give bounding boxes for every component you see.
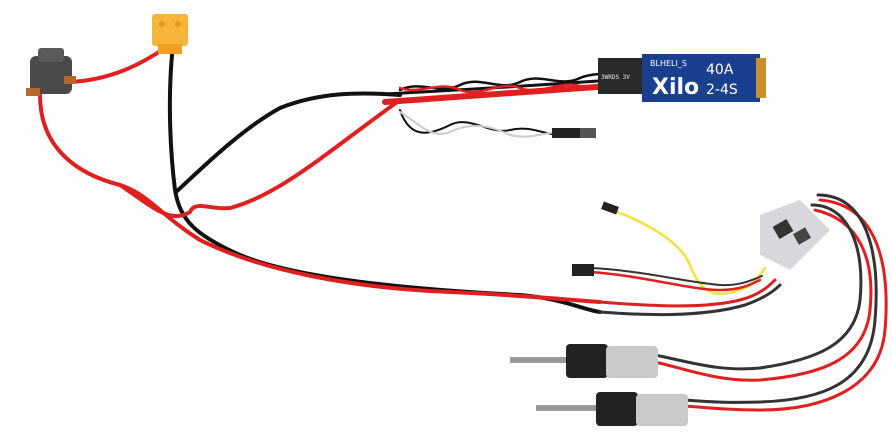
wires (38, 46, 888, 412)
switch-red-wire (38, 93, 602, 304)
switch-to-xt60-red-wire (68, 46, 167, 84)
motor2-red-loop (683, 198, 888, 412)
esc-twisted-wire-b (398, 76, 622, 94)
motor1-can (606, 346, 658, 378)
switch-terminal (26, 88, 40, 96)
top-esc-black-wire (174, 91, 402, 194)
esc-logo: Xilo (652, 75, 699, 100)
board-servo-black-wire (589, 267, 763, 287)
esc-pads (756, 58, 766, 98)
esc-board (642, 54, 760, 102)
esc-shrink-left (598, 58, 644, 94)
board-power-black-wire (598, 283, 782, 317)
esc-cells: 2-4S (706, 82, 738, 98)
xt60-connector (152, 14, 188, 54)
motor1-red-loop (653, 208, 873, 382)
motor1-black-loop (653, 203, 863, 371)
esc-side-marking: 3WRDS 3V (601, 74, 630, 81)
motor2-black-loop (683, 193, 878, 404)
motor2-can (636, 394, 688, 426)
xt60-base (158, 44, 182, 54)
motor1-gearbox (566, 344, 608, 378)
esc-xilo: 3WRDS 3V BLHELI_S Xilo 40A 2-4S (598, 54, 766, 102)
gear-motor-1 (510, 344, 658, 378)
esc-servo-connector (552, 128, 596, 138)
xt60-pin (175, 21, 181, 27)
esc-signal-twisted-b (399, 111, 561, 138)
board-power-red-wire (598, 278, 777, 308)
motor1-shaft (510, 357, 570, 363)
dual-motor-controller-board (760, 200, 830, 270)
xt60-body (152, 14, 188, 46)
esc-signal-twisted-a (399, 109, 561, 136)
top-esc-red-wire (118, 98, 402, 219)
yellow-signal-pin (601, 201, 619, 215)
motor2-shaft (536, 405, 598, 411)
board-servo-red-wire (588, 270, 762, 292)
board-servo-connector (572, 264, 594, 276)
switch-body (30, 56, 72, 94)
board-chip (792, 227, 812, 245)
power-switch (26, 48, 76, 96)
gear-motor-2 (536, 392, 688, 426)
motor2-gearbox (596, 392, 638, 426)
switch-top (38, 48, 64, 62)
xt60-pin (159, 21, 165, 27)
esc-twisted-wire-a (398, 70, 622, 92)
esc-current: 40A (706, 62, 734, 78)
switch-terminal-right (64, 76, 76, 84)
board-chip (772, 218, 794, 240)
esc-brand: BLHELI_S (650, 59, 687, 68)
